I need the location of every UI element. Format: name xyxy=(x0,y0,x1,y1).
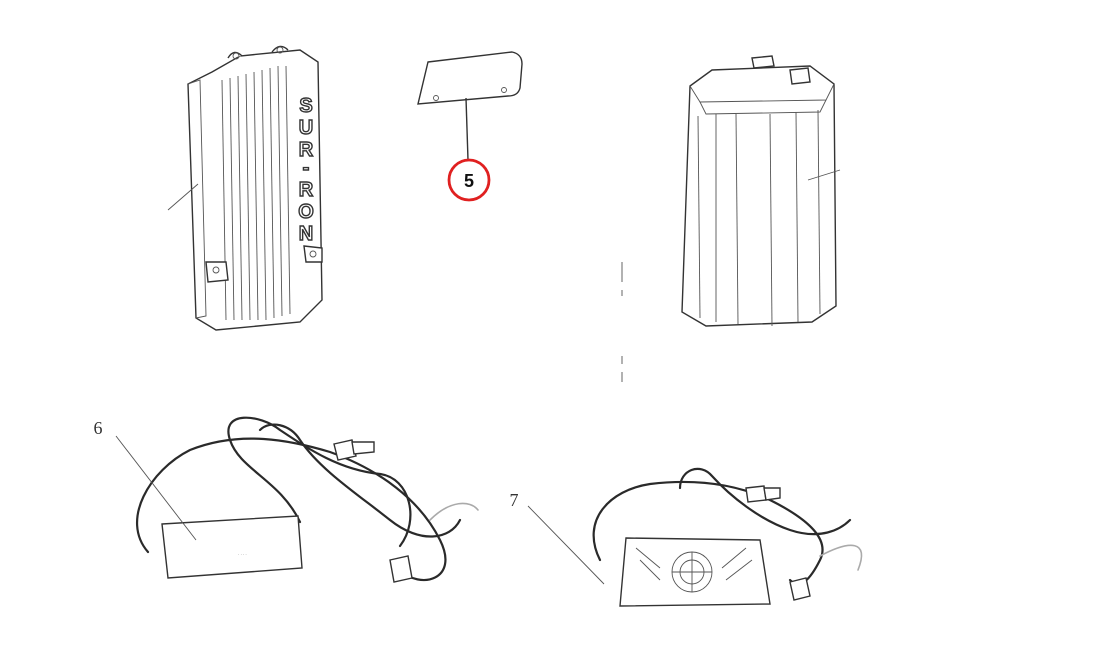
cover-plate xyxy=(417,51,523,161)
logo-letter: N xyxy=(299,223,313,245)
logo-letter: U xyxy=(299,117,313,139)
charger-basic: · · · · xyxy=(115,416,479,583)
callout-6-label: 6 xyxy=(94,418,103,438)
logo-letter: O xyxy=(298,201,314,223)
charger-fan xyxy=(527,467,863,607)
logo-letter: S xyxy=(299,95,312,117)
callout-5-highlight-ring xyxy=(447,158,491,202)
battery-pack xyxy=(681,55,841,327)
logo-letter: R xyxy=(299,179,314,201)
controller-unit: S U R - R O N xyxy=(167,45,323,331)
callout-5[interactable]: 5 xyxy=(447,158,491,202)
controller-logo: S U R - R O N xyxy=(298,94,315,245)
callout-7-label: 7 xyxy=(510,490,519,510)
logo-letter: R xyxy=(299,139,314,161)
logo-letter: - xyxy=(303,157,310,179)
callout-6[interactable]: 6 xyxy=(94,418,103,438)
charger-6-label-text: · · · · xyxy=(238,552,247,557)
callout-7[interactable]: 7 xyxy=(510,490,519,510)
callout-5-label: 5 xyxy=(464,171,474,191)
